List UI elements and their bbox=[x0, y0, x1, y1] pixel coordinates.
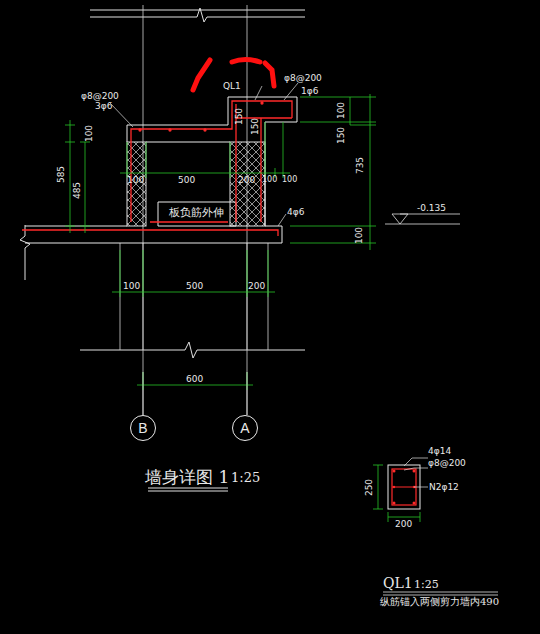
dimension-lines-part bbox=[290, 97, 350, 243]
title-underline bbox=[148, 488, 228, 491]
note-text: 板负筋外伸 bbox=[169, 207, 224, 218]
dimension-text: 100 bbox=[282, 176, 297, 184]
dimension-lines-part bbox=[350, 94, 376, 250]
concrete-outline bbox=[25, 97, 297, 243]
dimension-text: 100 bbox=[262, 176, 277, 184]
level-text: -0.135 bbox=[417, 204, 446, 213]
rebar bbox=[22, 101, 292, 236]
level-symbol-part bbox=[385, 214, 460, 224]
scale-text: 1:25 bbox=[414, 579, 439, 590]
rebar-spec: 4φ6 bbox=[287, 208, 304, 217]
break-lines bbox=[20, 8, 305, 358]
dimension-text: 250 bbox=[365, 479, 374, 496]
level-symbol bbox=[385, 214, 460, 224]
wall-hatch-part bbox=[127, 142, 146, 226]
dimension-text: 200 bbox=[248, 282, 265, 291]
dimension-text: 100 bbox=[85, 125, 94, 142]
ql1-section-part bbox=[392, 469, 416, 505]
rebar-part bbox=[131, 101, 292, 222]
rebar-part bbox=[204, 129, 206, 131]
annotation-strokes-part bbox=[265, 63, 274, 86]
break-lines-part bbox=[80, 342, 305, 358]
dimension-lines-part bbox=[65, 120, 75, 233]
level-symbol-part bbox=[392, 214, 408, 224]
dimension-text: 100 bbox=[355, 227, 364, 244]
dimension-lines-part bbox=[112, 250, 275, 297]
dimension-text: 500 bbox=[186, 282, 203, 291]
leader-lines-part bbox=[284, 83, 298, 100]
dimension-text: 200 bbox=[238, 176, 255, 185]
axis-letter: A bbox=[240, 420, 249, 436]
annotation-strokes bbox=[193, 60, 274, 91]
dimension-text: 150 bbox=[235, 108, 244, 125]
ql1-section-part-part bbox=[393, 502, 396, 505]
leader-lines bbox=[110, 83, 298, 226]
ql1-section-part-part bbox=[393, 486, 395, 488]
break-lines-part bbox=[90, 8, 305, 22]
rebar-part bbox=[169, 129, 171, 131]
rebar-spec: 4φ14 bbox=[428, 447, 451, 456]
rebar-spec: 3φ6 bbox=[95, 102, 112, 111]
rebar-part bbox=[236, 104, 292, 222]
ql1-section-part-part bbox=[413, 502, 416, 505]
grid-bubble-leaders bbox=[143, 372, 247, 415]
grid-bubble-leaders-part bbox=[143, 372, 247, 415]
dimension-text: 100 bbox=[123, 282, 140, 291]
rebar-spec: N2φ12 bbox=[429, 483, 459, 492]
ql1-section-part bbox=[383, 592, 498, 595]
ql1-section-part bbox=[373, 465, 420, 522]
dimension-text: 585 bbox=[57, 166, 66, 183]
rebar-spec: φ8@200 bbox=[428, 459, 466, 468]
section-title: QL1 bbox=[383, 576, 413, 590]
leader-lines-part bbox=[255, 86, 262, 100]
ql1-section-part bbox=[393, 470, 416, 505]
concrete-outline-part bbox=[127, 97, 297, 226]
leader-lines-part bbox=[110, 103, 133, 127]
ql1-section-part bbox=[404, 458, 428, 487]
ql1-section bbox=[373, 458, 498, 595]
annotation-strokes-part bbox=[193, 60, 210, 90]
dimension-text: 200 bbox=[395, 520, 412, 529]
dimension-text: 150 bbox=[251, 118, 260, 135]
scale-text: 1:25 bbox=[231, 471, 260, 484]
leader-lines-part bbox=[278, 214, 286, 226]
dimension-text: 150 bbox=[337, 127, 346, 144]
concrete-outline-part bbox=[146, 142, 230, 143]
dimension-lines bbox=[65, 94, 376, 390]
annotation-strokes-part bbox=[232, 60, 260, 63]
dimension-text: 100 bbox=[337, 102, 346, 119]
rebar-part bbox=[261, 102, 263, 104]
dimension-text: 485 bbox=[73, 182, 82, 199]
grid-lines-part bbox=[120, 243, 268, 350]
wall-hatch-part bbox=[230, 142, 265, 226]
ql1-section-part bbox=[392, 487, 416, 488]
dimension-text: 600 bbox=[186, 375, 203, 384]
wall-hatch bbox=[127, 142, 265, 226]
drawing-title: 墙身详图 1 bbox=[145, 469, 229, 486]
rebar-spec: φ8@200 bbox=[284, 74, 322, 83]
grid-axis-bubble: A bbox=[232, 415, 258, 441]
break-lines-part bbox=[20, 225, 30, 280]
ql1-section-part-part bbox=[393, 470, 396, 473]
rebar-part bbox=[150, 221, 228, 222]
dimension-lines-part bbox=[137, 372, 253, 390]
grid-lines bbox=[120, 5, 268, 415]
dimension-text: 500 bbox=[178, 176, 195, 185]
dimension-lines-part bbox=[350, 97, 351, 125]
dimension-text: 735 bbox=[356, 157, 365, 174]
grid-axis-bubble: B bbox=[130, 415, 156, 441]
dimension-text: 100 bbox=[127, 176, 144, 185]
member-tag: QL1 bbox=[223, 82, 241, 91]
title-underline-part bbox=[148, 488, 228, 491]
rebar-spec: φ8@200 bbox=[81, 92, 119, 101]
ql1-section-part-part bbox=[413, 470, 416, 473]
rebar-spec: 1φ6 bbox=[301, 87, 318, 96]
axis-letter: B bbox=[138, 420, 147, 436]
rebar-part bbox=[139, 129, 141, 131]
concrete-outline-part bbox=[25, 226, 282, 243]
note-text: 纵筋锚入两侧剪力墙内490 bbox=[380, 597, 499, 607]
rebar-part bbox=[22, 230, 278, 236]
